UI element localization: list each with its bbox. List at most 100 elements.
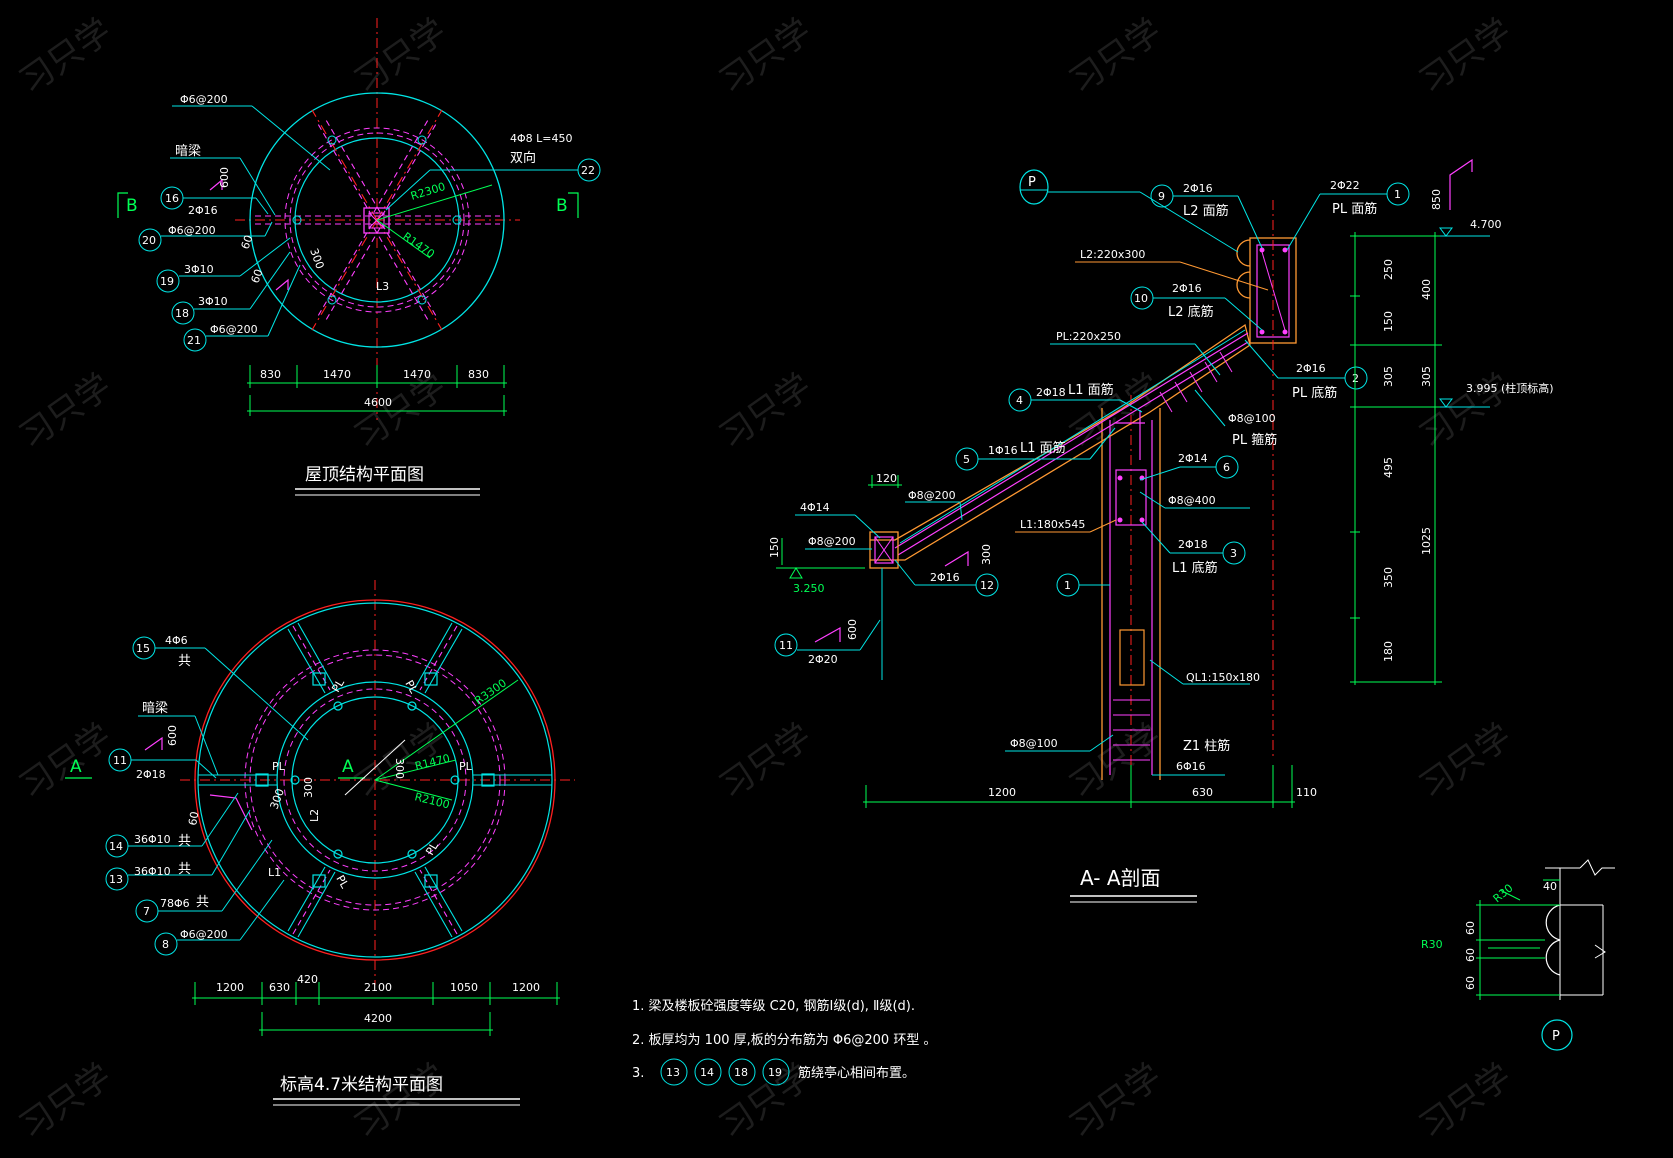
sec-rdim-305b: 305: [1420, 366, 1433, 387]
sec-dim-630: 630: [1192, 786, 1213, 799]
floor-dim-300: 300: [302, 777, 315, 798]
floor-outer: [197, 602, 553, 958]
watermark: 习只学: [12, 1056, 118, 1147]
floor-plan: R3300 R1470 R2100 PL PL PL PL PL PL L2 L…: [65, 580, 575, 1106]
svg-text:16: 16: [165, 192, 179, 205]
svg-text:19: 19: [160, 275, 174, 288]
callout-7: 7: [135, 839, 273, 923]
watermark: 习只学: [1412, 716, 1518, 807]
detail-mark-p[interactable]: P: [1019, 169, 1049, 205]
sec-label-c5a: 1Φ16: [988, 444, 1018, 457]
floor-dim-420: 420: [297, 973, 318, 986]
roof-label-shuangxiang: 双向: [510, 150, 536, 166]
svg-text:8: 8: [162, 938, 169, 951]
floor-dim-4200: 4200: [364, 1012, 392, 1025]
radius-r2100: R2100: [413, 790, 451, 811]
roof-dim-1470b: 1470: [403, 368, 431, 381]
ring-rebar: [289, 132, 465, 308]
roof-label-phi6-200b: Φ6@200: [168, 224, 216, 237]
sec-dim-1200: 1200: [988, 786, 1016, 799]
callout-1-mid: 1: [1056, 573, 1110, 597]
callout-19: 19: [156, 237, 291, 293]
sec-rdim-150: 150: [1382, 311, 1395, 332]
floor-l2: L2: [308, 809, 321, 822]
sec-dim-600: 600: [846, 619, 859, 640]
sec-rdim-350: 350: [1382, 567, 1395, 588]
svg-text:7: 7: [143, 905, 150, 918]
sec-dim-300: 300: [980, 544, 993, 565]
sec-rdim-250: 250: [1382, 259, 1395, 280]
sec-label-c10a: 2Φ16: [1172, 282, 1202, 295]
callout-12: 12: [894, 559, 999, 597]
watermark: 习只学: [1062, 366, 1168, 457]
roof-label-phi6-200c: Φ6@200: [210, 323, 258, 336]
roof-dim-60b: 60: [249, 267, 266, 285]
section-mark-a-left: A: [70, 757, 82, 777]
callout-11b: 11: [774, 619, 881, 657]
note-3-text: 筋绕亭心相间布置。: [798, 1065, 915, 1081]
floor-label-phi6-200: Φ6@200: [180, 928, 228, 941]
note-2: 2. 板厚均为 100 厚,板的分布筋为 Φ6@200 环型 。: [632, 1032, 936, 1048]
roof-dim-60: 60: [239, 233, 256, 251]
floor-dim-630: 630: [269, 981, 290, 994]
svg-text:10: 10: [1134, 292, 1148, 305]
watermark: 习只学: [347, 366, 453, 457]
callout-1-top: 1: [1286, 182, 1410, 251]
floor-label-36phi10a: 36Φ10: [134, 833, 171, 846]
callout-14: 14: [105, 792, 239, 858]
roof-label-4phi8: 4Φ8 L=450: [510, 132, 573, 145]
callout-20: 20: [138, 221, 273, 252]
beam-l3-label: L3: [376, 280, 389, 293]
floor-dim-1200b: 1200: [512, 981, 540, 994]
inner-ring: [294, 137, 460, 303]
sec-rdim-495: 495: [1382, 457, 1395, 478]
floor-label-gong3: 共: [178, 862, 191, 877]
callout-22: 22: [577, 158, 601, 182]
note-3-circle-18: 18: [728, 1058, 756, 1086]
sec-label-z1: Z1 柱筋: [1183, 738, 1230, 754]
floor-dim-1050: 1050: [450, 981, 478, 994]
sec-label-c2b: PL 底筋: [1292, 385, 1337, 401]
notes: 1. 梁及楼板砼强度等级 C20, 钢筋Ⅰ级(d), Ⅱ级(d). 2. 板厚均…: [632, 998, 936, 1086]
watermark: 习只学: [12, 11, 118, 102]
svg-text:18: 18: [175, 307, 189, 320]
svg-text:19: 19: [768, 1066, 782, 1079]
detail-d60b: 60: [1464, 948, 1477, 962]
sec-label-c9a: 2Φ16: [1183, 182, 1213, 195]
sec-rdim-305a: 305: [1382, 366, 1395, 387]
svg-text:15: 15: [136, 642, 150, 655]
sec-rdim-400: 400: [1420, 279, 1433, 300]
radius-r3300: R3300: [472, 676, 509, 707]
floor-l1: L1: [268, 866, 281, 879]
svg-text:22: 22: [581, 164, 595, 177]
floor-inner: [291, 696, 459, 864]
roof-dim-830b: 830: [468, 368, 489, 381]
watermark: 习只学: [12, 716, 118, 807]
floor-dim-300c: 300: [393, 758, 406, 779]
section-mark-b-left: B: [126, 196, 138, 216]
section-bottom-dims: [863, 765, 1295, 808]
callout-18: 18: [171, 251, 291, 325]
sec-label-phi8-100: Φ8@100: [1010, 737, 1058, 750]
floor-dim-1200a: 1200: [216, 981, 244, 994]
sec-dim-850: 850: [1430, 189, 1443, 210]
roof-dimensions: [247, 365, 507, 416]
floor-dim-300b: 300: [268, 787, 287, 811]
sec-label-6phi16: 6Φ16: [1176, 760, 1206, 773]
sec-label-c6a: 2Φ14: [1178, 452, 1208, 465]
watermark: 习只学: [712, 716, 818, 807]
floor-label-36phi10b: 36Φ10: [134, 865, 171, 878]
svg-text:5: 5: [963, 453, 970, 466]
section-mark-a-mid: A: [342, 757, 354, 777]
watermark: 习只学: [347, 11, 453, 102]
watermark: 习只学: [1062, 1056, 1168, 1147]
sec-label-ql: QL1:150x180: [1186, 671, 1260, 684]
roof-label-phi6: Φ6@200: [180, 93, 228, 106]
sec-label-c4a: 2Φ18: [1036, 386, 1066, 399]
floor-dimensions: [192, 982, 560, 1036]
floor-plan-title: 标高4.7米结构平面图: [280, 1075, 443, 1095]
floor-dim-60: 60: [186, 810, 201, 826]
floor-label-2phi18: 2Φ18: [136, 768, 166, 781]
svg-text:13: 13: [666, 1066, 680, 1079]
sec-label-c4b: L1 面筋: [1068, 382, 1114, 398]
